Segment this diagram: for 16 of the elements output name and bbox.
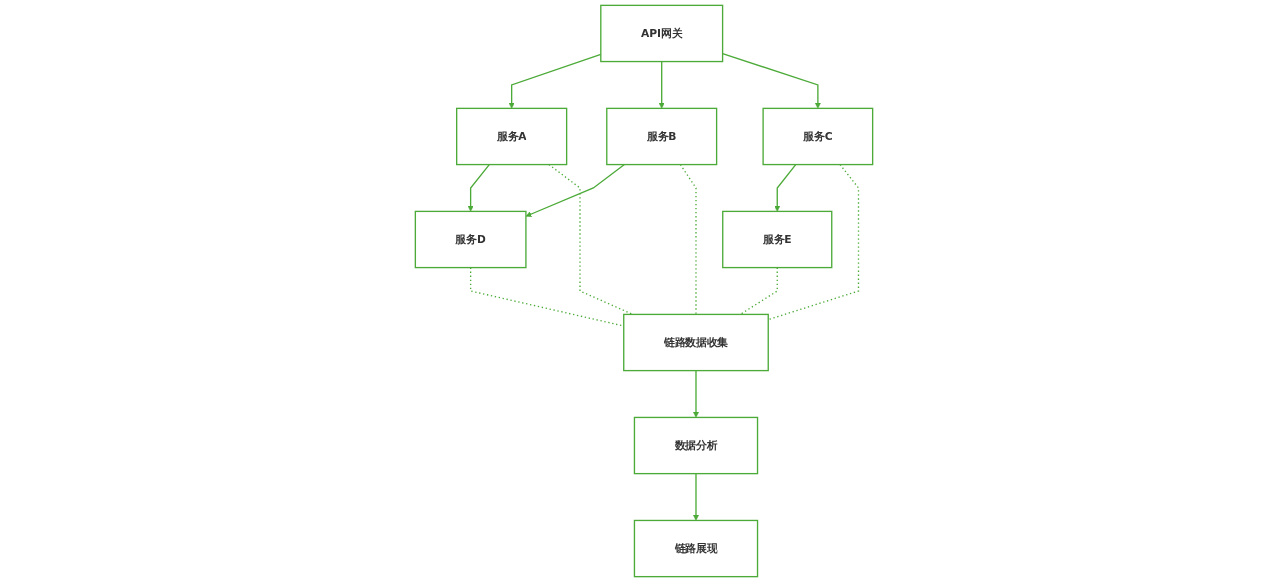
node-box: 链路展现 — [633, 519, 759, 578]
node-box: 服务D — [414, 210, 527, 269]
node-box: 服务A — [456, 107, 568, 166]
node-box: 数据分析 — [633, 416, 759, 475]
arrow — [658, 60, 665, 109]
node-box: 链路数据收集 — [623, 313, 769, 372]
arrow — [467, 163, 490, 212]
connector — [548, 163, 634, 316]
node-box: 服务B — [606, 107, 718, 166]
arrow — [693, 369, 699, 418]
node-box: 服务E — [722, 210, 833, 269]
node-box: 服务C — [762, 107, 874, 166]
node-box: API网关 — [600, 4, 724, 63]
arrow — [525, 163, 626, 217]
arrow — [693, 472, 699, 521]
arrow — [774, 163, 797, 212]
